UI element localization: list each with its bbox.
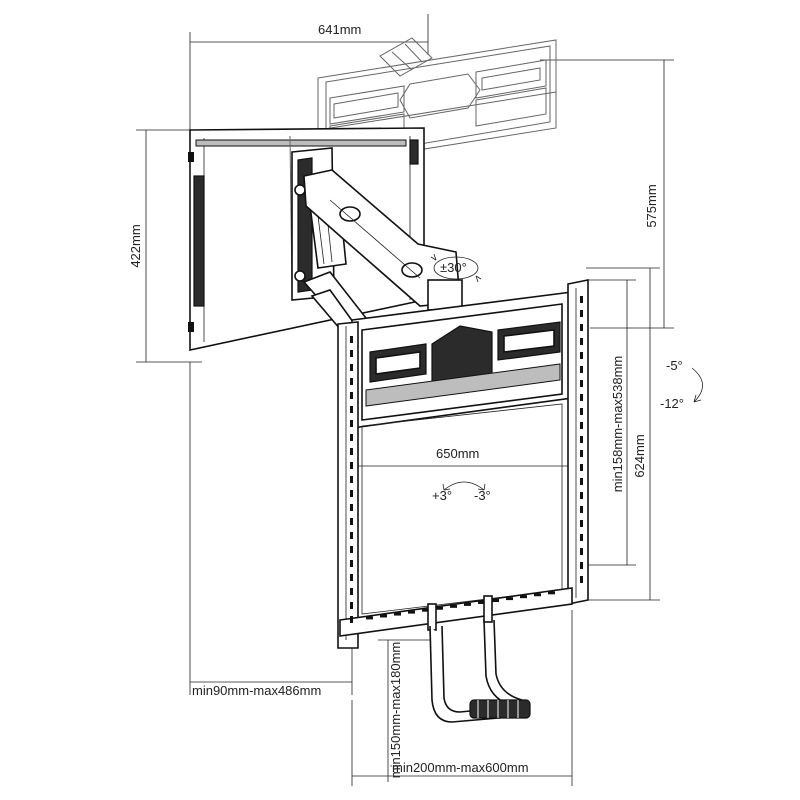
rail-slot	[350, 364, 353, 371]
rail-slot	[580, 394, 583, 401]
rail-slot	[350, 378, 353, 385]
rail-slot	[580, 450, 583, 457]
rail-slot	[580, 562, 583, 569]
rail-slot	[350, 560, 353, 567]
rail-slot	[350, 462, 353, 469]
dim-arm-height: 575mm	[644, 184, 659, 227]
rail-slot	[350, 574, 353, 581]
dim-vesa-horizontal: min200mm-max600mm	[392, 760, 529, 775]
rail-slot	[580, 380, 583, 387]
rail-slot	[580, 352, 583, 359]
dim-rotation: ±30°	[440, 260, 467, 275]
rail-slot	[464, 602, 471, 606]
rail-slot	[580, 338, 583, 345]
rail-slot	[580, 534, 583, 541]
pull-handle	[427, 595, 531, 723]
rail-slot	[350, 406, 353, 413]
rail-slot	[580, 548, 583, 555]
rail-slot	[350, 518, 353, 525]
rail-slot	[350, 532, 353, 539]
tilt-indicator	[691, 367, 703, 403]
rail-slot	[580, 422, 583, 429]
dim-extension: min90mm-max486mm	[192, 683, 321, 698]
rail-slot	[580, 520, 583, 527]
rail-slot	[580, 464, 583, 471]
dim-tilt-up: -5°	[666, 358, 683, 373]
rail-slot	[350, 434, 353, 441]
rail-slot	[580, 478, 583, 485]
rail-slot	[350, 616, 353, 623]
rail-slot	[450, 604, 457, 608]
rail-slot	[350, 350, 353, 357]
tv-bracket-frame	[337, 279, 589, 649]
rail-slot	[580, 310, 583, 317]
rail-slot	[580, 576, 583, 583]
rail-slot	[580, 296, 583, 303]
dimension-lines	[136, 14, 674, 786]
rail-slot	[580, 366, 583, 373]
rail-slot	[580, 408, 583, 415]
rotation-indicator	[430, 253, 482, 283]
rail-slot	[422, 608, 429, 612]
rail-slot	[580, 324, 583, 331]
dim-drop: min150mm-max180mm	[388, 642, 403, 779]
rail-slot	[436, 606, 443, 610]
dim-frame-height: 624mm	[632, 434, 647, 477]
rail-slot	[350, 602, 353, 609]
dim-vesa-vertical: min158mm-max538mm	[610, 356, 625, 493]
rail-slot	[350, 448, 353, 455]
rail-slot	[350, 336, 353, 343]
dim-tilt-down: -12°	[660, 396, 684, 411]
rail-slot	[394, 612, 401, 616]
rail-slot	[408, 610, 415, 614]
rail-slots	[350, 296, 583, 623]
rail-slot	[350, 546, 353, 553]
rail-slot	[478, 600, 485, 604]
rail-slot	[350, 476, 353, 483]
rail-slot	[350, 420, 353, 427]
rail-slot	[534, 593, 541, 597]
rail-slot	[580, 492, 583, 499]
dim-top-width: 641mm	[318, 22, 361, 37]
dim-wall-height: 422mm	[128, 224, 143, 267]
rail-slot	[492, 599, 499, 603]
dim-frame-width: 650mm	[436, 446, 479, 461]
rail-slot	[506, 597, 513, 601]
rail-slot	[350, 504, 353, 511]
rail-slot	[350, 490, 353, 497]
rail-slot	[520, 595, 527, 599]
rail-slot	[580, 436, 583, 443]
rail-slot	[548, 591, 555, 595]
handle-grip	[469, 699, 531, 719]
rail-slot	[580, 506, 583, 513]
rail-slot	[350, 392, 353, 399]
rail-slot	[366, 616, 373, 620]
dim-level-plus: +3°	[432, 488, 452, 503]
rail-slot	[380, 614, 387, 618]
dim-level-minus: -3°	[474, 488, 491, 503]
level-indicator	[442, 481, 486, 491]
rail-slot	[350, 588, 353, 595]
